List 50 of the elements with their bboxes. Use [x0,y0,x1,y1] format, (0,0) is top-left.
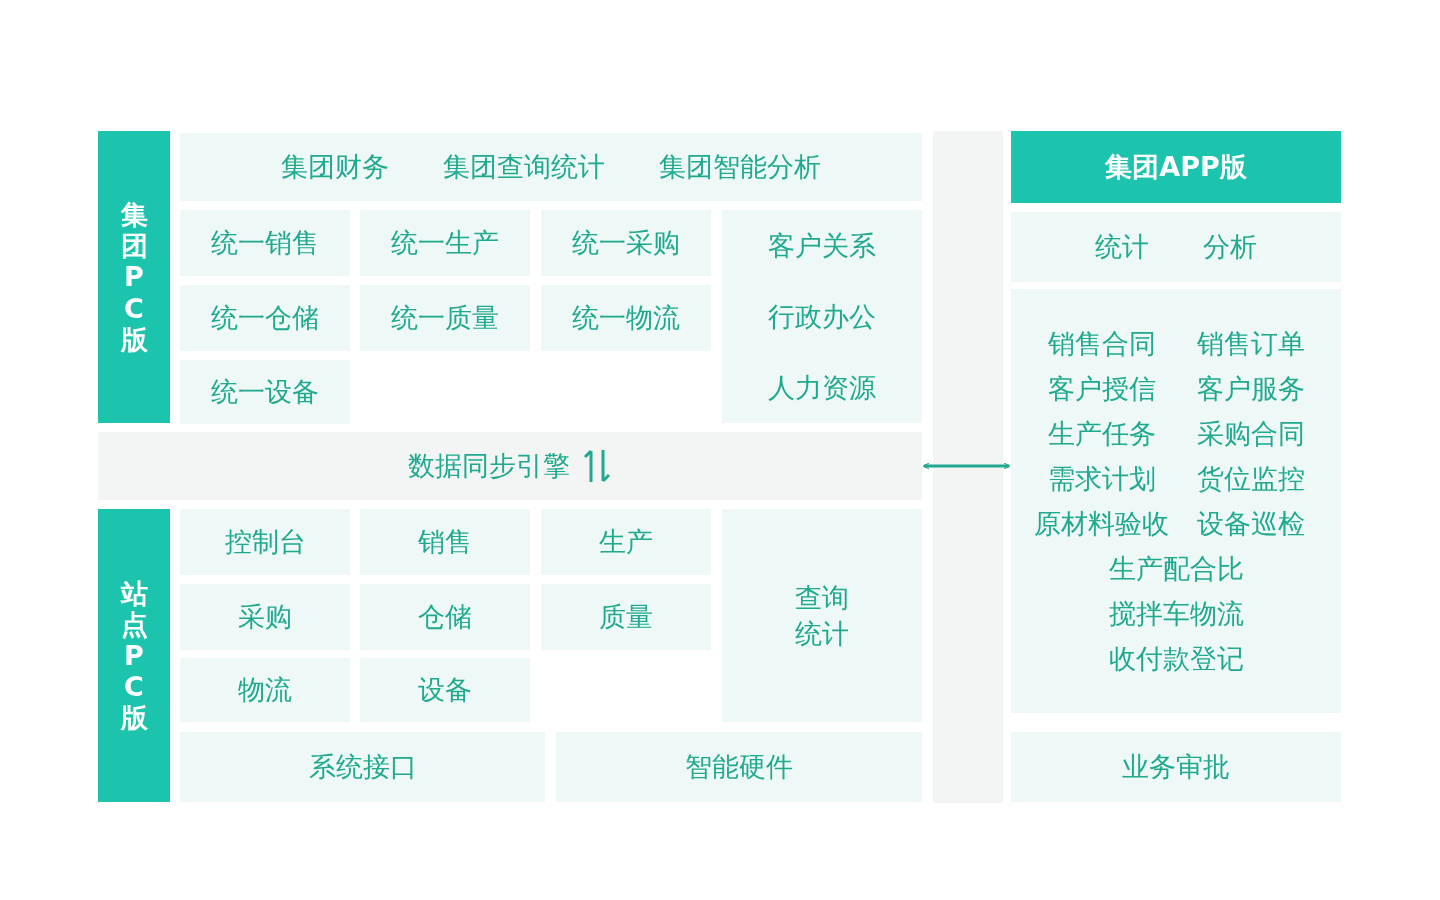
module-label: 站点PC版 [119,577,149,734]
module-label: 集团APP版 [1105,150,1247,185]
module-label: 统计 [1095,230,1149,265]
module-label: 客户授信 [1046,371,1157,406]
module-label: 统一设备 [211,375,319,410]
module-label: 统一采购 [572,226,680,261]
module-label: 搅拌车物流 [1107,597,1245,632]
module-label: 系统接口 [308,750,417,785]
module-label: 设备 [418,673,472,708]
module-label: 集团查询统计 [443,150,605,185]
module-label: 质量 [599,600,653,635]
group-band [98,509,170,802]
group-band [98,131,170,423]
module-label: 分析 [1203,230,1257,265]
module-label: 统一生产 [391,226,499,261]
module-label: 生产配合比 [1107,552,1245,587]
module-label: 查询统计 [794,581,850,651]
module-label: 生产任务 [1046,416,1157,451]
module-label: 采购合同 [1195,416,1306,451]
module-label: 需求计划 [1046,461,1157,496]
module-box [1011,289,1341,713]
module-label: 统一仓储 [211,301,319,336]
module-label: 集团PC版 [119,199,149,355]
engine-band [98,432,922,500]
module-label: 销售 [418,525,472,560]
module-label: 智能硬件 [685,750,793,785]
module-label: 采购 [238,600,292,635]
module-label: 业务审批 [1122,750,1230,785]
module-label: 生产 [599,525,653,560]
module-label: 控制台 [224,525,306,560]
module-label: 统一物流 [572,301,680,336]
module-label: 统一质量 [391,301,499,336]
module-label: 销售合同 [1046,326,1157,361]
module-label: 统一销售 [211,226,319,261]
module-label: 人力资源 [768,371,876,406]
module-label: 客户服务 [1195,371,1306,406]
module-label: 收付款登记 [1107,642,1245,677]
module-label: 销售订单 [1195,326,1306,361]
module-label: 原材料验收 [1033,507,1170,541]
module-label: 货位监控 [1195,461,1306,496]
header-bar [1011,131,1341,203]
module-label: 设备巡检 [1195,507,1306,541]
module-label: 集团财务 [281,150,389,185]
module-label: 集团智能分析 [659,150,821,185]
module-label: 数据同步引擎 [408,449,570,484]
module-label: 行政办公 [768,299,876,334]
module-label: 仓储 [418,600,472,635]
double-arrow [922,462,1011,470]
module-label: 物流 [238,673,292,708]
module-label: 客户关系 [768,228,876,263]
